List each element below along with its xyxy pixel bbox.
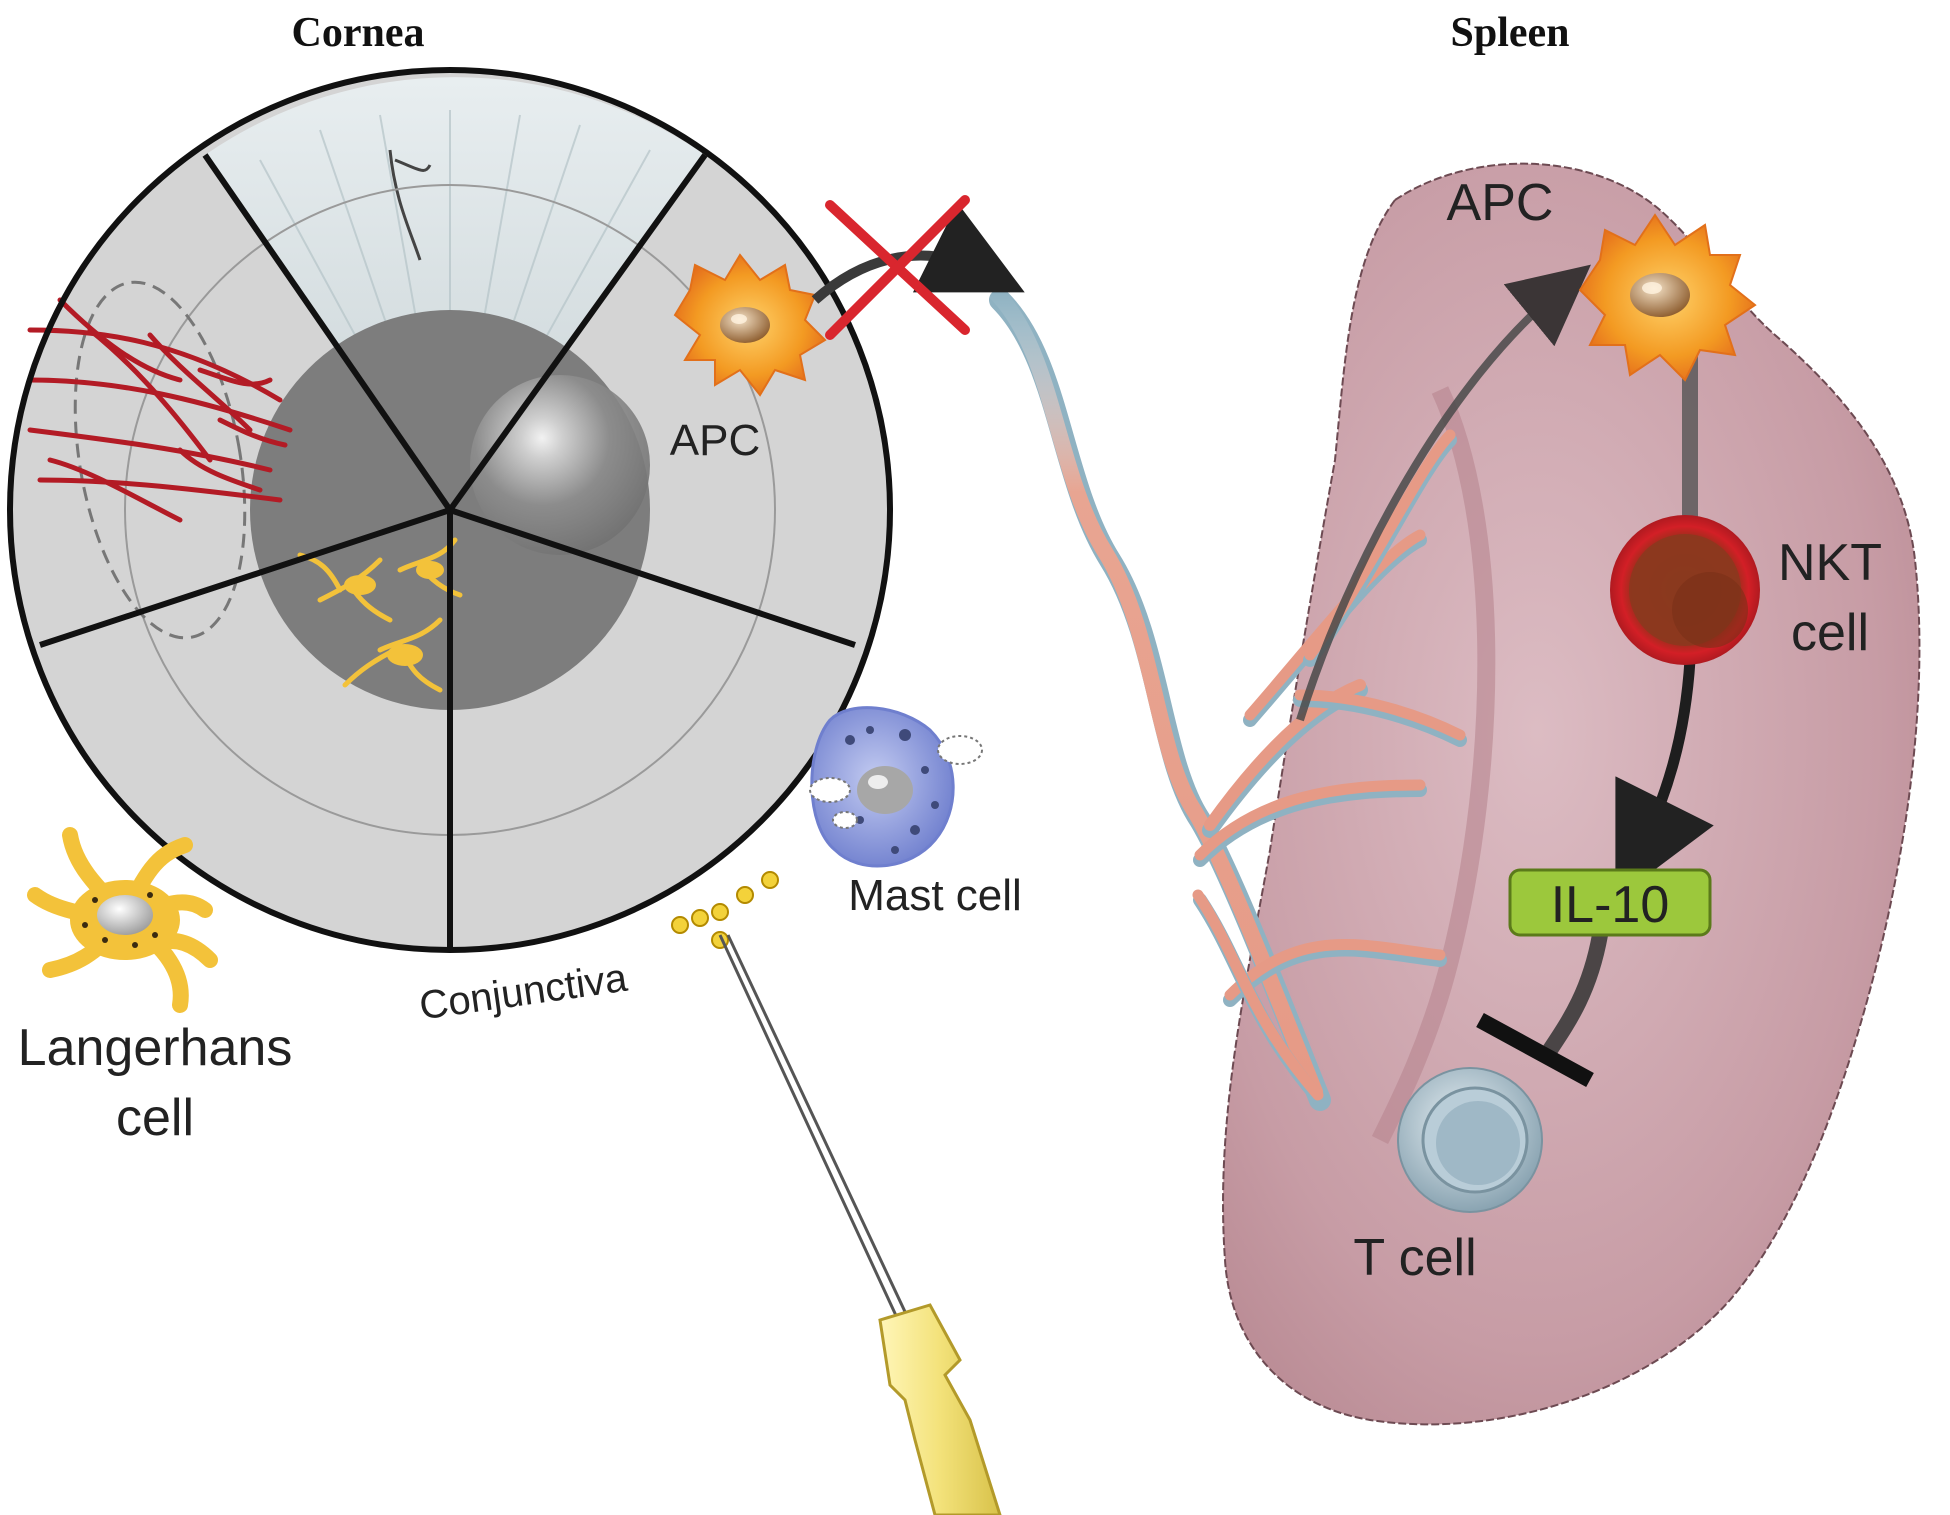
nkt-label-line2: cell <box>1791 604 1869 662</box>
mast-cell <box>809 706 983 868</box>
nerve-fiber <box>388 149 432 261</box>
spleen-title: Spleen <box>1450 10 1569 56</box>
nkt-to-il10-arrow <box>1615 659 1714 900</box>
cornea-apc-cell <box>673 253 827 397</box>
t-cell <box>1397 1067 1543 1213</box>
blood-vessels <box>987 284 1467 1111</box>
langerhans-label-line2: cell <box>116 1089 194 1147</box>
cornea-apc-label: APC <box>670 416 760 465</box>
spleen-apc-cell <box>1578 213 1757 382</box>
il10-to-tcell-connector <box>1543 933 1608 1055</box>
corneal-neovessels <box>27 297 293 523</box>
conjunctiva-label: Conjunctiva <box>417 956 631 1029</box>
nkt-cell <box>1610 515 1760 665</box>
antigen-dots <box>671 871 779 949</box>
vessel-to-apc-arrow <box>1296 264 1591 722</box>
spleen-hilum <box>1371 386 1496 1145</box>
t-cell-label: T cell <box>1353 1229 1476 1287</box>
mast-cell-label: Mast cell <box>848 871 1022 920</box>
dashed-oval <box>73 280 247 640</box>
cornea-dividers <box>39 153 856 950</box>
block-x <box>825 195 970 340</box>
langerhans-label-line1: Langerhans <box>18 1019 293 1077</box>
nkt-label-line1: NKT <box>1778 534 1882 592</box>
spleen-apc-label: APC <box>1447 174 1554 232</box>
inhibition-bar <box>1476 1012 1594 1088</box>
il10-label: IL-10 <box>1551 876 1670 934</box>
il10-box: IL-10 <box>1508 868 1712 937</box>
cornea-title: Cornea <box>292 10 425 56</box>
iris-wedge <box>205 77 705 511</box>
cornea-diagram <box>7 67 893 953</box>
syringe <box>718 934 1002 1515</box>
langerhans-cell <box>27 827 218 1013</box>
